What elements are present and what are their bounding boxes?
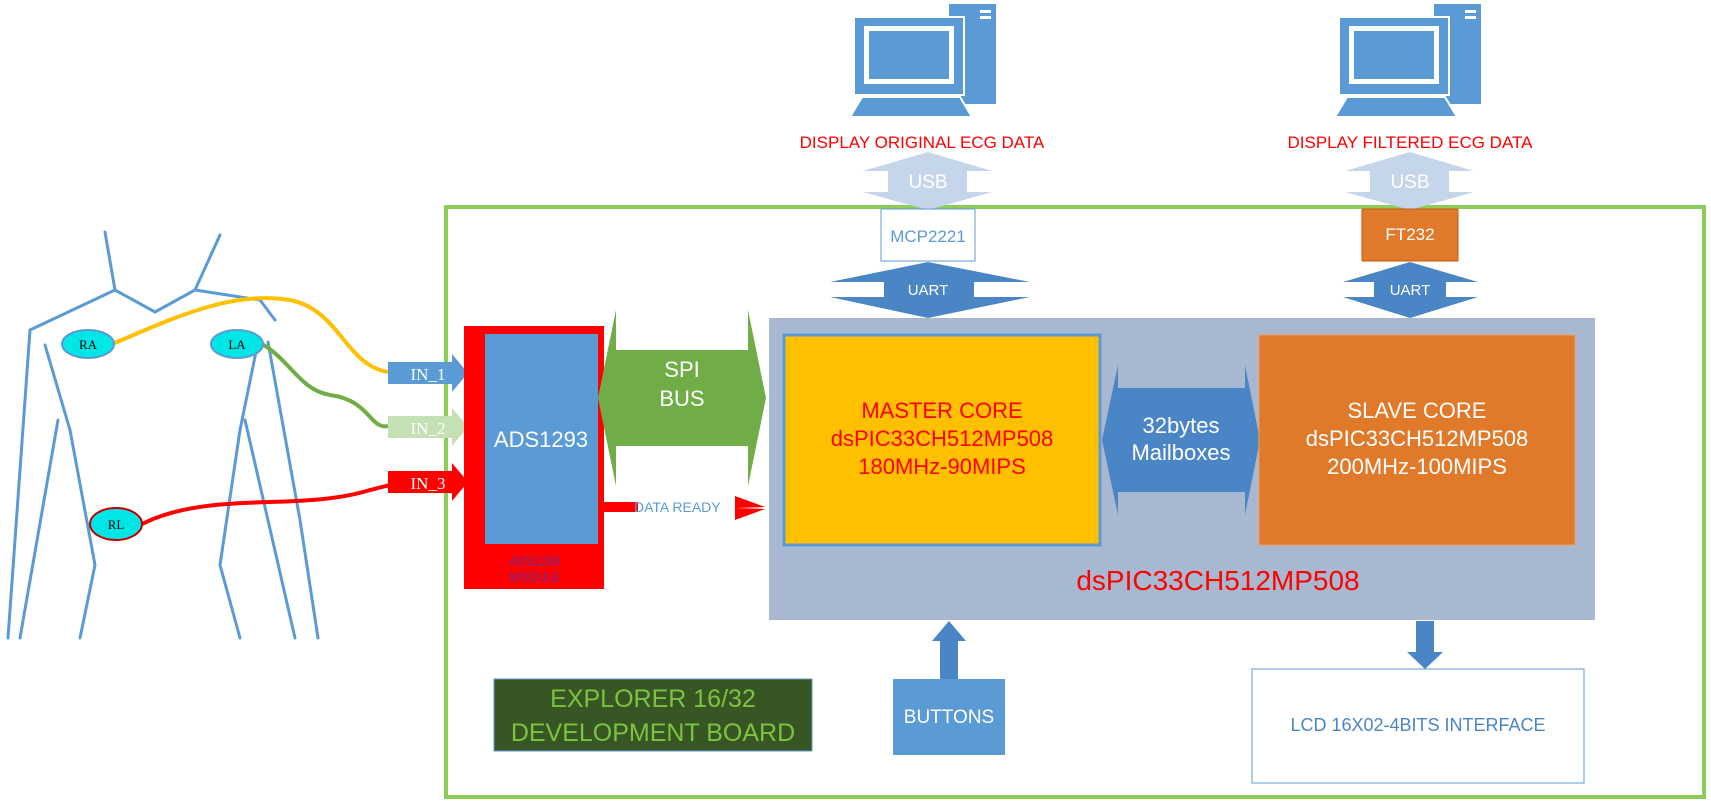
uart-arrow-left: UART xyxy=(830,262,1030,318)
ads1293-chip-label: ADS1293 xyxy=(494,427,588,452)
electrode-la-label: LA xyxy=(228,337,246,352)
input-arrow-in2: IN_2 xyxy=(388,408,468,446)
rl-lead-wire xyxy=(141,483,391,526)
uart-right-label: UART xyxy=(1390,282,1431,299)
spi-label-1: SPI xyxy=(664,357,699,382)
electrode-ra-label: RA xyxy=(79,337,98,352)
ads1293-module-label-1: ADS1293 xyxy=(509,554,561,568)
ft232-label: FT232 xyxy=(1385,225,1434,244)
master-core: MASTER CORE dsPIC33CH512MP508 180MHz-90M… xyxy=(782,333,1102,547)
lcd-block: LCD 16X02-4BITS INTERFACE xyxy=(1251,668,1585,784)
slave-core-title: SLAVE CORE xyxy=(1348,398,1487,423)
mcp2221-label: MCP2221 xyxy=(890,227,966,246)
usb-arrow-left: USB xyxy=(863,152,992,210)
mailbox-label-2: Mailboxes xyxy=(1131,440,1230,465)
buttons-arrow xyxy=(932,621,966,679)
slave-core-chip: dsPIC33CH512MP508 xyxy=(1306,426,1529,451)
la-lead-wire xyxy=(260,342,389,429)
ads1293-module: ADS1293 ADS1293 MODULE xyxy=(464,326,604,589)
electrode-la: LA xyxy=(210,329,264,359)
usb-left-label: USB xyxy=(908,172,947,193)
data-ready-label: DATA READY xyxy=(634,499,721,515)
pc-left-caption: DISPLAY ORIGINAL ECG DATA xyxy=(800,133,1045,152)
data-ready-arrow: DATA READY xyxy=(604,496,765,520)
body-outline xyxy=(6,230,320,640)
master-core-title: MASTER CORE xyxy=(861,398,1022,423)
board-label: EXPLORER 16/32 DEVELOPMENT BOARD xyxy=(493,678,813,752)
electrode-rl: RL xyxy=(89,507,143,541)
buttons-label: BUTTONS xyxy=(904,707,994,728)
spi-bus-arrow: SPI BUS xyxy=(598,310,766,486)
development-board-outline xyxy=(444,205,1706,799)
mailbox-arrow: 32bytes Mailboxes xyxy=(1102,365,1260,515)
mailbox-label-1: 32bytes xyxy=(1142,413,1219,438)
input-in2-label: IN_2 xyxy=(411,419,446,438)
ft232-bridge: FT232 xyxy=(1361,208,1459,262)
mcp2221-bridge: MCP2221 xyxy=(880,208,976,262)
mcu-label: dsPIC33CH512MP508 xyxy=(1076,565,1359,596)
usb-right-label: USB xyxy=(1390,172,1429,193)
board-label-line1: EXPLORER 16/32 xyxy=(550,685,756,713)
master-core-chip: dsPIC33CH512MP508 xyxy=(831,426,1054,451)
uart-left-label: UART xyxy=(908,282,949,299)
input-arrow-in1: IN_1 xyxy=(388,354,468,392)
slave-core-speed: 200MHz-100MIPS xyxy=(1327,454,1507,479)
lcd-label: LCD 16X02-4BITS INTERFACE xyxy=(1290,715,1545,735)
ra-lead-wire xyxy=(111,296,389,374)
spi-label-2: BUS xyxy=(659,386,704,411)
lcd-arrow xyxy=(1407,621,1443,669)
input-in1-label: IN_1 xyxy=(411,365,446,384)
master-core-speed: 180MHz-90MIPS xyxy=(858,454,1026,479)
computer-icon-right xyxy=(1333,4,1481,118)
electrode-ra: RA xyxy=(61,329,115,359)
pc-right-caption: DISPLAY FILTERED ECG DATA xyxy=(1288,133,1534,152)
buttons-block: BUTTONS xyxy=(893,679,1005,755)
electrode-rl-label: RL xyxy=(108,517,125,532)
computer-icon-left xyxy=(848,4,996,118)
input-in3-label: IN_3 xyxy=(411,474,446,493)
ads1293-module-label-2: MODULE xyxy=(509,570,560,584)
usb-arrow-right: USB xyxy=(1345,152,1474,210)
slave-core: SLAVE CORE dsPIC33CH512MP508 200MHz-100M… xyxy=(1258,334,1576,546)
input-arrow-in3: IN_3 xyxy=(388,463,468,501)
uart-arrow-right: UART xyxy=(1343,262,1478,318)
board-label-line2: DEVELOPMENT BOARD xyxy=(511,719,795,747)
